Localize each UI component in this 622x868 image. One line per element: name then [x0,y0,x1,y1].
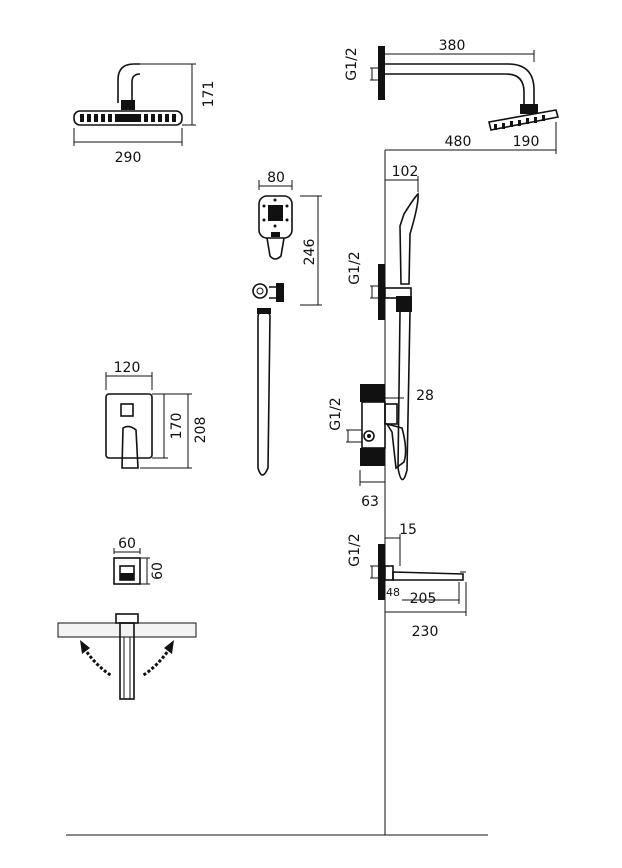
valve-body-side-view [346,384,407,486]
hand-shower-nozzle-grid [262,198,289,228]
overhead-shower-front-view [73,63,196,146]
holder-thread-label: G1/2 [347,251,363,284]
spout-base-label: 48 [386,586,400,599]
rotate-right-arrow [141,647,172,678]
spout-thread-label: G1/2 [347,533,363,566]
arm-thread-label: G1/2 [344,47,360,80]
hand-shower-holder-side-view [370,176,419,481]
flange-height-label: 60 [150,562,166,580]
valve-thread-label: G1/2 [328,397,344,430]
overhead-width-label: 290 [115,150,142,166]
side-nozzle-row [494,115,545,130]
mixer-plate-front-view [105,372,192,469]
diverter-rotation-view [57,613,197,700]
head-side-label: 190 [513,134,540,150]
plate-height-label: 208 [193,417,209,444]
spout-total-label: 230 [412,624,439,640]
hand-height-label: 246 [302,239,318,266]
overhead-height-label: 171 [201,81,217,108]
arm-length-label: 380 [439,38,466,54]
hand-shower-front-view [252,180,322,476]
rotate-left-arrow [82,647,113,678]
flange-width-label: 60 [118,536,136,552]
bath-spout-side-view [370,534,467,616]
arm-projection-label: 480 [445,134,472,150]
shower-arm-side-view [370,46,560,154]
spout-reach-label: 205 [410,591,437,607]
valve-depth-label: 28 [416,388,434,404]
spout-offset-label: 15 [399,522,417,538]
valve-body-label: 63 [361,494,379,510]
plate-width-label: 120 [114,360,141,376]
hand-width-label: 80 [267,170,285,186]
holder-projection-label: 102 [392,164,419,180]
diverter-flange-front-view [113,548,150,585]
plate-inner-height-label: 170 [169,413,185,440]
overhead-nozzle-row [80,114,176,122]
